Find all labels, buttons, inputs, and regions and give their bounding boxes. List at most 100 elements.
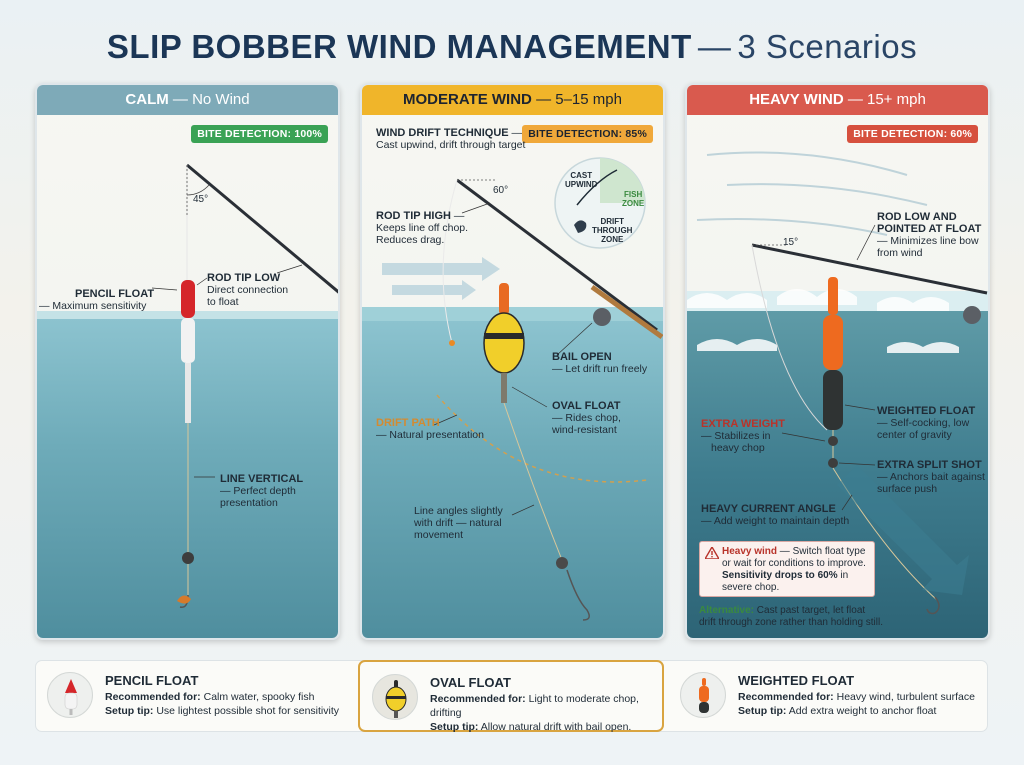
panel-heavy-subtitle: — 15+ mph (847, 91, 926, 108)
pencil-float-text: — Maximum sensitivity (39, 300, 147, 312)
split-shot-text-1: — Anchors bait against (877, 471, 985, 483)
title-main: SLIP BOBBER WIND MANAGEMENT (106, 28, 692, 65)
alternative-note: Alternative: Cast past target, let float… (699, 605, 883, 628)
bail-open-text: — Let drift run freely (552, 363, 648, 375)
current-heading: HEAVY CURRENT ANGLE (701, 503, 836, 515)
fishing-rod (456, 178, 658, 332)
split-shot-text-2: surface push (877, 483, 938, 495)
weighted-float-body (823, 315, 843, 370)
whitecaps (687, 289, 959, 353)
hook (926, 596, 940, 615)
angle-arc (186, 184, 210, 196)
weighted-float-icon (680, 672, 726, 718)
technique-heading: WIND DRIFT TECHNIQUE (376, 127, 509, 139)
weighted-float-text-1: — Self-cocking, low (877, 417, 970, 429)
technique-text: Cast upwind, drift through target (376, 139, 526, 151)
extra-weight-heading: EXTRA WEIGHT (701, 418, 785, 430)
cast-arrow (576, 169, 618, 206)
footer-title: WEIGHTED FLOAT (738, 673, 855, 688)
fishing-line (751, 244, 828, 431)
extra-weight-text-1: — Stabilizes in (701, 430, 771, 442)
split-shot-heading: EXTRA SPLIT SHOT (877, 459, 982, 471)
line-angles-text-2: with drift — natural (414, 517, 502, 529)
angle-label: 45° (193, 194, 208, 205)
label-drift-path: DRIFT PATH — Natural presentation (376, 417, 484, 441)
panel-moderate-header: MODERATE WIND — 5–15 mph (362, 85, 663, 115)
bite-detection-badge: BITE DETECTION: 100% (191, 125, 328, 143)
label-weighted-float: WEIGHTED FLOAT — Self-cocking, low cente… (877, 405, 975, 441)
line-angles-text-1: Line angles slightly (414, 505, 503, 517)
label-heavy-current: HEAVY CURRENT ANGLE — Add weight to main… (701, 503, 849, 527)
panel-calm: CALM — No Wind BITE DETECTION: 100% 45° … (35, 83, 340, 640)
panel-moderate: MODERATE WIND — 5–15 mph BITE DETECTION:… (360, 83, 665, 640)
moderate-scene: 60° (382, 157, 663, 621)
pencil-float-top (181, 280, 195, 318)
inset-cast-upwind: CAST UPWIND (565, 171, 598, 189)
oval-float-icon (372, 674, 418, 720)
pencil-float-heading: PENCIL FLOAT (75, 288, 155, 300)
fishing-line (442, 179, 458, 344)
title-sub: 3 Scenarios (737, 28, 918, 65)
panel-calm-title: CALM (125, 91, 169, 108)
footer-title: OVAL FLOAT (430, 675, 511, 690)
rod-low-heading-1: ROD LOW AND (877, 211, 957, 223)
fish-zone-area (600, 158, 645, 203)
rod-low-text-2: from wind (877, 247, 923, 259)
extra-split-shot (828, 458, 838, 468)
page-title: SLIP BOBBER WIND MANAGEMENT—3 Scenarios (0, 28, 1024, 66)
reel (963, 306, 981, 324)
footer-card-weighted: WEIGHTED FLOAT Recommended for: Heavy wi… (668, 660, 988, 732)
inset-fish-zone: FISH ZONE (622, 190, 645, 208)
label-extra-weight: EXTRA WEIGHT — Stabilizes in heavy chop (701, 418, 785, 454)
panel-calm-header: CALM — No Wind (37, 85, 338, 115)
drift-path-heading: DRIFT PATH (376, 417, 440, 429)
wind-arrows (382, 257, 500, 300)
rod-tip-text-2: Reduces drag. (376, 234, 445, 246)
oval-float (483, 312, 525, 374)
reel (593, 308, 611, 326)
rod-tip-text-2: to float (207, 296, 239, 308)
footer-text-pencil: PENCIL FLOAT Recommended for: Calm water… (105, 673, 340, 718)
rod-tip-text-1: Direct connection (207, 284, 289, 296)
bite-detection-badge: BITE DETECTION: 85% (522, 125, 653, 143)
heavy-scene: 15° (687, 151, 988, 615)
panel-heavy: HEAVY WIND — 15+ mph BITE DETECTION: 60%… (685, 83, 990, 640)
bail-open-heading: BAIL OPEN (552, 351, 612, 363)
footer-text-oval: OVAL FLOAT Recommended for: Light to mod… (430, 676, 662, 734)
footer-card-pencil: PENCIL FLOAT Recommended for: Calm water… (35, 660, 355, 732)
label-pencil-float: PENCIL FLOAT — Maximum sensitivity (39, 288, 155, 312)
label-bail-open: BAIL OPEN — Let drift run freely (552, 351, 647, 375)
label-rod-tip-high: ROD TIP HIGH — Keeps line off chop. Redu… (376, 210, 469, 246)
angle-label: 60° (493, 185, 508, 196)
line-vertical-text-2: presentation (220, 497, 278, 509)
angler-icon (574, 220, 587, 233)
split-shot (182, 552, 194, 564)
label-rod-low: ROD LOW AND POINTED AT FLOAT — Minimizes… (877, 211, 981, 259)
label-line-vertical: LINE VERTICAL — Perfect depth presentati… (220, 473, 303, 509)
footer-text-weighted: WEIGHTED FLOAT Recommended for: Heavy wi… (738, 673, 975, 718)
footer-card-oval: OVAL FLOAT Recommended for: Light to mod… (358, 660, 664, 734)
rod-low-text-1: — Minimizes line bow (877, 235, 979, 247)
weighted-float-heading: WEIGHTED FLOAT (877, 405, 976, 417)
line-vertical-heading: LINE VERTICAL (220, 473, 304, 485)
label-line-angles: Line angles slightly with drift — natura… (414, 505, 503, 541)
panel-moderate-subtitle: — 5–15 mph (536, 91, 622, 108)
angle-label: 15° (783, 237, 798, 248)
line-vertical-text-1: — Perfect depth (220, 485, 296, 497)
oval-float-stem (501, 373, 507, 403)
label-extra-split-shot: EXTRA SPLIT SHOT — Anchors bait against … (877, 459, 985, 495)
weighted-float-weight (823, 370, 843, 430)
extra-weight-text-2: heavy chop (711, 442, 765, 454)
hook (566, 569, 590, 621)
warning-icon (705, 547, 719, 559)
pencil-float-stem (185, 363, 191, 423)
oval-float-text-1: — Rides chop, (552, 412, 621, 424)
rod-low-heading-2: POINTED AT FLOAT (877, 223, 982, 235)
label-rod-tip-low: ROD TIP LOW Direct connection to float (207, 272, 288, 308)
split-shot (556, 557, 568, 569)
title-dash: — (697, 28, 732, 65)
bait (177, 595, 191, 604)
line-marker (449, 340, 455, 346)
line-angled (503, 402, 563, 561)
pencil-float-bottom (181, 318, 195, 363)
